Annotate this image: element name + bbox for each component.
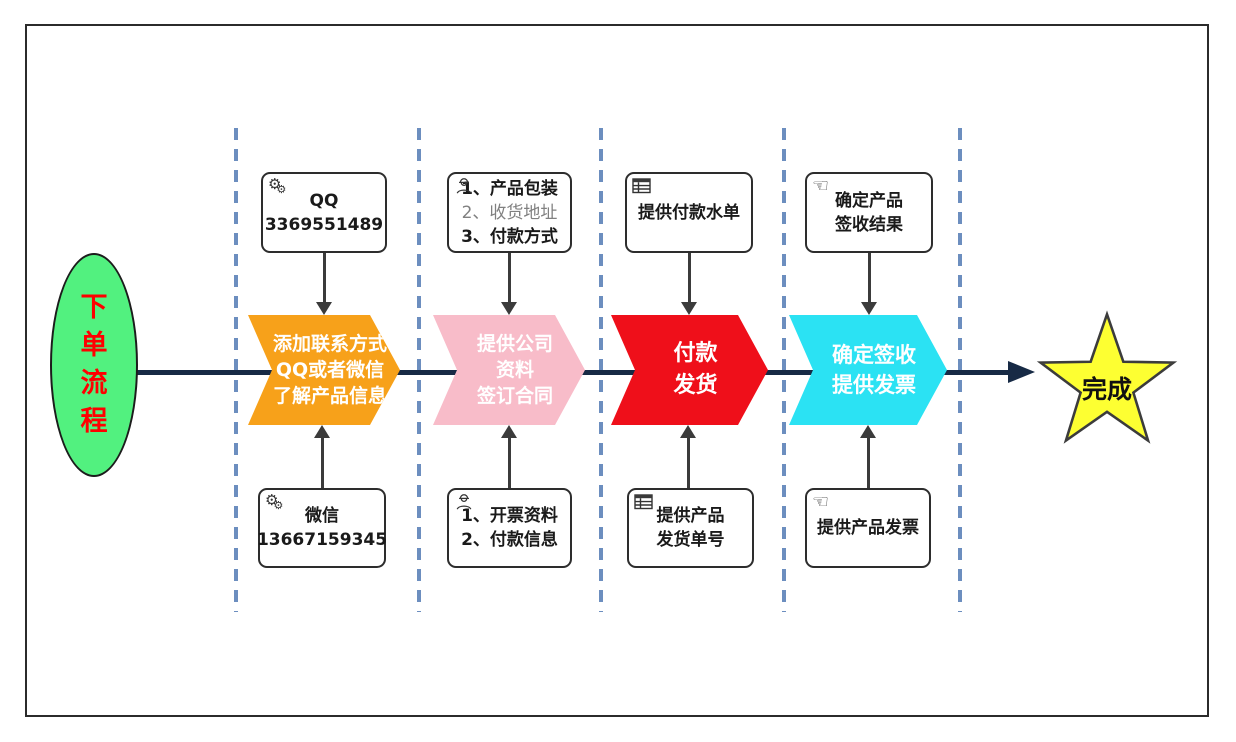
step2-top-connector [508, 253, 511, 304]
step3-top-connector [688, 253, 691, 304]
chevron-line: 资料 [495, 359, 534, 381]
end-node-star [1030, 308, 1184, 452]
main-flow-arrowhead-icon [1008, 361, 1035, 383]
step1-top-box: ⚙⚙ QQ 3369551489 [261, 172, 387, 253]
step2-bottom-connector [508, 436, 511, 488]
step3-top-box: 提供付款水单 [625, 172, 753, 253]
box-line: 2、收货地址 [461, 202, 558, 223]
table-icon [634, 493, 658, 515]
step3-chevron: 付款 发货 [611, 315, 768, 425]
worker-icon [454, 493, 478, 515]
step2-chevron: 提供公司 资料 签订合同 [433, 315, 585, 425]
chevron-line: 添加联系方式 [272, 333, 387, 355]
chevron-line: 提供发票 [832, 373, 916, 397]
worker-icon [454, 177, 478, 199]
box-line: 1、产品包装 [461, 178, 558, 199]
step3-bottom-box: 提供产品 发货单号 [627, 488, 754, 568]
box-line: 3、付款方式 [461, 226, 558, 247]
step4-bottom-connector [867, 436, 870, 488]
arrow-down-icon [501, 302, 517, 315]
step2-top-box: 1、产品包装 2、收货地址 3、付款方式 [447, 172, 572, 253]
box-line: 3369551489 [264, 214, 384, 235]
gears-icon: ⚙⚙ [265, 491, 284, 512]
arrow-down-icon [861, 302, 877, 315]
box-line: 发货单号 [656, 530, 725, 550]
step4-top-box: ☜ 确定产品 签收结果 [805, 172, 933, 253]
arrow-up-icon [680, 425, 696, 438]
step2-bottom-box: 1、开票资料 2、付款信息 [447, 488, 572, 568]
step4-top-connector [868, 253, 871, 304]
step1-chevron: 添加联系方式 QQ或者微信 了解产品信息 [248, 315, 400, 425]
box-line: 签收结果 [835, 214, 903, 235]
chevron-line: QQ或者微信 [275, 359, 385, 381]
pointing-hand-icon: ☜ [812, 491, 830, 513]
chevron-line: 付款 [673, 341, 718, 366]
box-line: QQ [309, 190, 339, 211]
start-node-label: 下单流程 [80, 292, 108, 437]
step1-top-connector [323, 253, 326, 304]
box-line: 微信 [305, 506, 339, 526]
step1-bottom-connector [321, 436, 324, 488]
chevron-line: 确定签收 [832, 343, 916, 367]
box-line: 确定产品 [835, 190, 903, 211]
box-line: 提供付款水单 [638, 202, 740, 223]
chevron-line: 提供公司 [476, 333, 553, 355]
arrow-down-icon [316, 302, 332, 315]
chevron-line: 签订合同 [476, 385, 553, 407]
table-icon [632, 177, 656, 199]
start-node-ellipse: 下单流程 [50, 253, 138, 477]
box-line: 提供产品发票 [817, 518, 919, 538]
box-line: 1、开票资料 [461, 506, 558, 526]
arrow-up-icon [314, 425, 330, 438]
arrow-up-icon [860, 425, 876, 438]
chevron-line: 发货 [673, 373, 718, 398]
box-line: 提供产品 [656, 506, 725, 526]
step4-bottom-box: ☜ 提供产品发票 [805, 488, 931, 568]
star-shape [1036, 310, 1178, 444]
step1-bottom-box: ⚙⚙ 微信 13667159345 [256, 488, 388, 568]
gears-icon: ⚙⚙ [268, 175, 287, 196]
end-node-label: 完成 [1081, 375, 1132, 404]
step4-chevron: 确定签收 提供发票 [789, 315, 947, 425]
chevron-line: 了解产品信息 [272, 385, 387, 407]
box-line: 13667159345 [256, 530, 388, 550]
step3-bottom-connector [687, 436, 690, 488]
pointing-hand-icon: ☜ [812, 175, 830, 197]
box-line: 2、付款信息 [461, 530, 558, 550]
arrow-up-icon [501, 425, 517, 438]
arrow-down-icon [681, 302, 697, 315]
